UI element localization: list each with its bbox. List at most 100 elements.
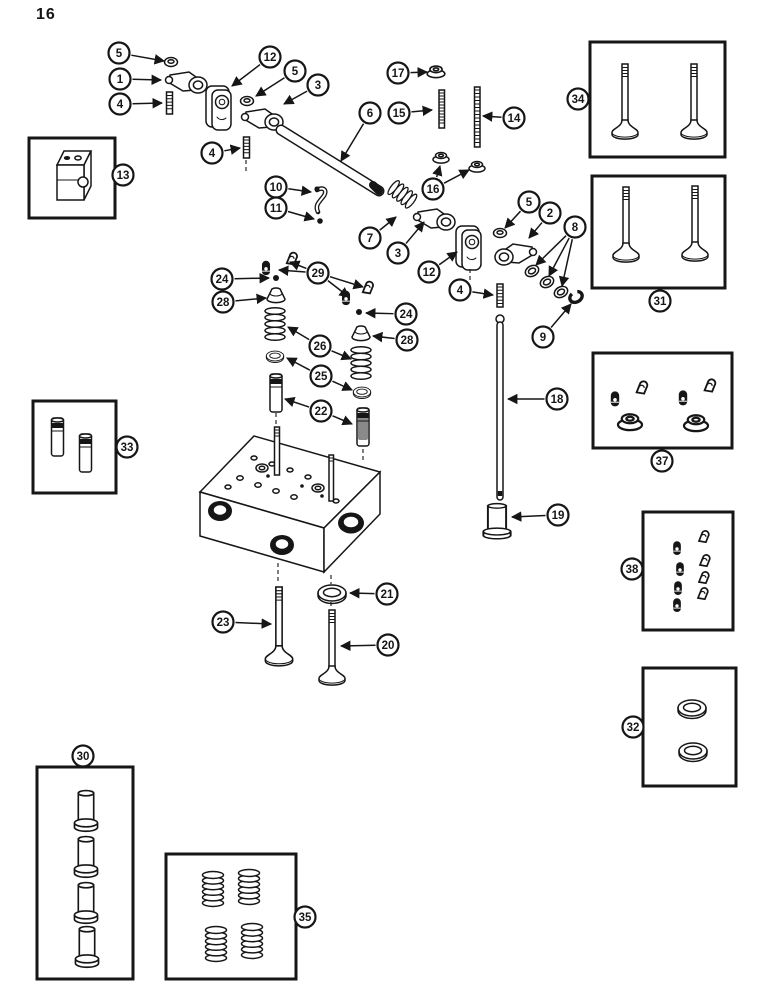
group-box-38 — [641, 510, 735, 632]
spring-seat-25b — [352, 386, 372, 399]
group-box-33 — [31, 399, 118, 495]
callout-3: 3 — [386, 221, 425, 265]
callout-32: 32 — [621, 715, 645, 739]
callout-33: 33 — [115, 435, 139, 459]
svg-text:34: 34 — [572, 94, 585, 106]
svg-text:10: 10 — [270, 182, 283, 194]
parts-layer — [50, 56, 717, 969]
svg-text:30: 30 — [77, 751, 90, 763]
callout-3: 3 — [283, 73, 330, 105]
svg-text:7: 7 — [367, 233, 373, 245]
svg-text:31: 31 — [654, 296, 667, 308]
stud-4a — [165, 91, 174, 115]
svg-text:26: 26 — [314, 341, 327, 353]
svg-text:2: 2 — [547, 208, 553, 220]
valve-seal-21 — [317, 584, 347, 605]
callout-8: 8 — [535, 215, 587, 288]
snap-ring-9 — [568, 289, 584, 305]
valve-guide-22a — [269, 373, 283, 413]
page-number: 16 — [36, 6, 56, 23]
head-stud-a — [273, 426, 281, 476]
svg-text:24: 24 — [400, 309, 413, 321]
svg-text:8: 8 — [572, 222, 579, 234]
svg-text:20: 20 — [382, 640, 395, 652]
svg-text:3: 3 — [395, 248, 401, 260]
callout-23: 23 — [211, 610, 273, 634]
svg-text:21: 21 — [381, 589, 394, 601]
svg-text:18: 18 — [551, 394, 564, 406]
push-rod-18 — [495, 314, 505, 501]
callout-22: 22 — [284, 397, 353, 426]
box38-keepers-clips — [672, 530, 711, 613]
callout-12: 12 — [231, 45, 282, 87]
callout-34: 34 — [566, 87, 590, 111]
svg-text:5: 5 — [526, 197, 533, 209]
valve-keeper-29b — [261, 260, 271, 276]
adjusting-nut-5b — [239, 95, 255, 107]
callout-4: 4 — [448, 278, 495, 302]
callout-6: 6 — [340, 101, 382, 162]
svg-text:24: 24 — [216, 274, 229, 286]
svg-text:1: 1 — [117, 74, 124, 86]
box33-valve-guides — [50, 417, 93, 473]
svg-text:4: 4 — [117, 99, 124, 111]
callout-11: 11 — [264, 196, 316, 222]
stud-15 — [438, 89, 446, 129]
group-box-34 — [588, 40, 727, 159]
svg-text:22: 22 — [315, 406, 328, 418]
svg-text:25: 25 — [315, 371, 328, 383]
svg-text:4: 4 — [457, 285, 464, 297]
callout-18: 18 — [506, 387, 569, 411]
callout-38: 38 — [620, 557, 644, 581]
svg-text:11: 11 — [270, 203, 283, 215]
svg-text:32: 32 — [627, 722, 640, 734]
callout-35: 35 — [293, 905, 317, 929]
keeper-clip-29c — [361, 280, 374, 295]
callout-19: 19 — [510, 503, 570, 527]
rocker-support-12b — [455, 225, 482, 271]
rocker-arm-1 — [164, 71, 208, 94]
svg-text:15: 15 — [393, 108, 406, 120]
adjusting-nut-5a — [163, 56, 179, 68]
svg-text:14: 14 — [508, 113, 521, 125]
svg-text:33: 33 — [121, 442, 134, 454]
callout-2: 2 — [528, 201, 562, 239]
box32-valve-seals — [677, 699, 708, 763]
box31-valves — [612, 185, 709, 263]
box37-keeper-hardware — [610, 378, 717, 433]
washer-8b — [537, 273, 557, 291]
box30-tappets — [73, 789, 100, 969]
adjusting-nut-5c — [492, 227, 508, 239]
callout-37: 37 — [650, 449, 674, 473]
box35-valve-springs — [201, 868, 264, 963]
stud-4b — [242, 136, 251, 159]
callout-16: 16 — [421, 164, 470, 201]
valve-spring-26a — [264, 306, 286, 342]
callout-26: 26 — [287, 326, 352, 361]
svg-text:28: 28 — [401, 335, 414, 347]
callout-29: 29 — [277, 260, 365, 298]
alignment-dashes — [245, 160, 471, 607]
svg-text:5: 5 — [116, 48, 123, 60]
callout-5: 5 — [107, 41, 166, 65]
valve-tappet-19 — [482, 502, 512, 540]
callout-12: 12 — [417, 251, 458, 284]
svg-text:29: 29 — [312, 268, 325, 280]
washer-8c — [551, 283, 571, 301]
svg-text:5: 5 — [292, 66, 299, 78]
group-box-35 — [164, 852, 298, 981]
callout-5: 5 — [504, 190, 541, 229]
valve-guide-22b-shading — [358, 414, 368, 440]
svg-text:3: 3 — [315, 80, 321, 92]
stud-4c — [496, 283, 504, 308]
callout-21: 21 — [348, 582, 399, 606]
svg-text:13: 13 — [117, 170, 130, 182]
box34-valves — [611, 63, 708, 140]
svg-text:4: 4 — [209, 148, 216, 160]
callout-10: 10 — [264, 175, 313, 199]
svg-text:23: 23 — [217, 617, 230, 629]
callout-15: 15 — [387, 101, 434, 125]
svg-text:12: 12 — [423, 267, 436, 279]
svg-text:19: 19 — [552, 510, 565, 522]
